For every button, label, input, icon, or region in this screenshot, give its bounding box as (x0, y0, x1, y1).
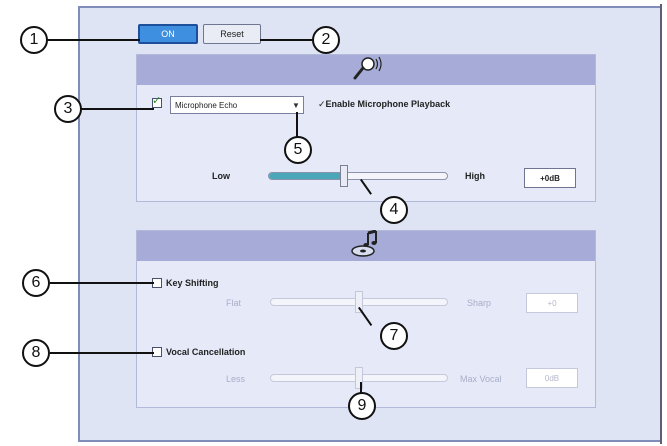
microphone-icon (346, 55, 386, 86)
reset-button[interactable]: Reset (203, 24, 261, 44)
key-shifting-slider-thumb[interactable] (355, 291, 363, 313)
vocal-cancellation-max-label: Max Vocal (460, 374, 502, 384)
checkmark-icon: ✓ (318, 99, 326, 109)
callout-1: 1 (20, 26, 48, 54)
callout-2-leader (260, 39, 314, 41)
callout-3: 3 (54, 95, 82, 123)
mic-volume-slider-fill (269, 173, 344, 179)
chevron-down-icon[interactable]: ▼ (292, 100, 300, 110)
callout-8: 8 (22, 339, 50, 367)
microphone-effect-checkbox[interactable] (152, 94, 162, 108)
on-button[interactable]: ON (138, 24, 198, 44)
callout-7: 7 (380, 322, 408, 350)
callout-9: 9 (348, 392, 376, 420)
callout-4: 4 (380, 196, 408, 224)
mic-volume-slider-thumb[interactable] (339, 165, 348, 187)
callout-6-leader (50, 282, 154, 284)
callout-1-leader (46, 39, 140, 41)
key-shifting-value: +0 (526, 293, 578, 313)
music-note-cd-icon (346, 229, 386, 263)
mic-slider-max-label: High (465, 171, 485, 181)
vocal-cancellation-value: 0dB (526, 368, 578, 388)
music-panel-body (137, 261, 595, 407)
key-shifting-label: Key Shifting (166, 278, 219, 288)
microphone-effect-select[interactable]: Microphone Echo ▼ (170, 96, 304, 114)
callout-5-leader (296, 112, 298, 138)
mic-volume-value: +0dB (524, 168, 576, 188)
mic-volume-slider-track[interactable] (268, 172, 448, 180)
microphone-playback-toggle[interactable]: ✓Enable Microphone Playback (318, 99, 450, 110)
callout-6: 6 (22, 269, 50, 297)
mic-slider-min-label: Low (212, 171, 230, 181)
callout-9-leader (360, 382, 362, 394)
key-shifting-min-label: Flat (226, 298, 242, 308)
microphone-effect-select-value: Microphone Echo (175, 100, 238, 110)
music-panel-header (137, 229, 595, 263)
microphone-playback-label: Enable Microphone Playback (325, 99, 451, 109)
vocal-cancellation-label: Vocal Cancellation (166, 347, 246, 357)
key-shifting-max-label: Sharp (467, 298, 492, 308)
callout-2: 2 (312, 26, 340, 54)
vocal-cancellation-min-label: Less (226, 374, 246, 384)
microphone-panel-header (137, 55, 595, 85)
window-edge (660, 4, 662, 444)
callout-3-leader (80, 108, 154, 110)
callout-5: 5 (284, 136, 312, 164)
music-panel (136, 229, 596, 408)
callout-8-leader (50, 352, 154, 354)
vocal-cancellation-slider-thumb[interactable] (355, 367, 363, 389)
